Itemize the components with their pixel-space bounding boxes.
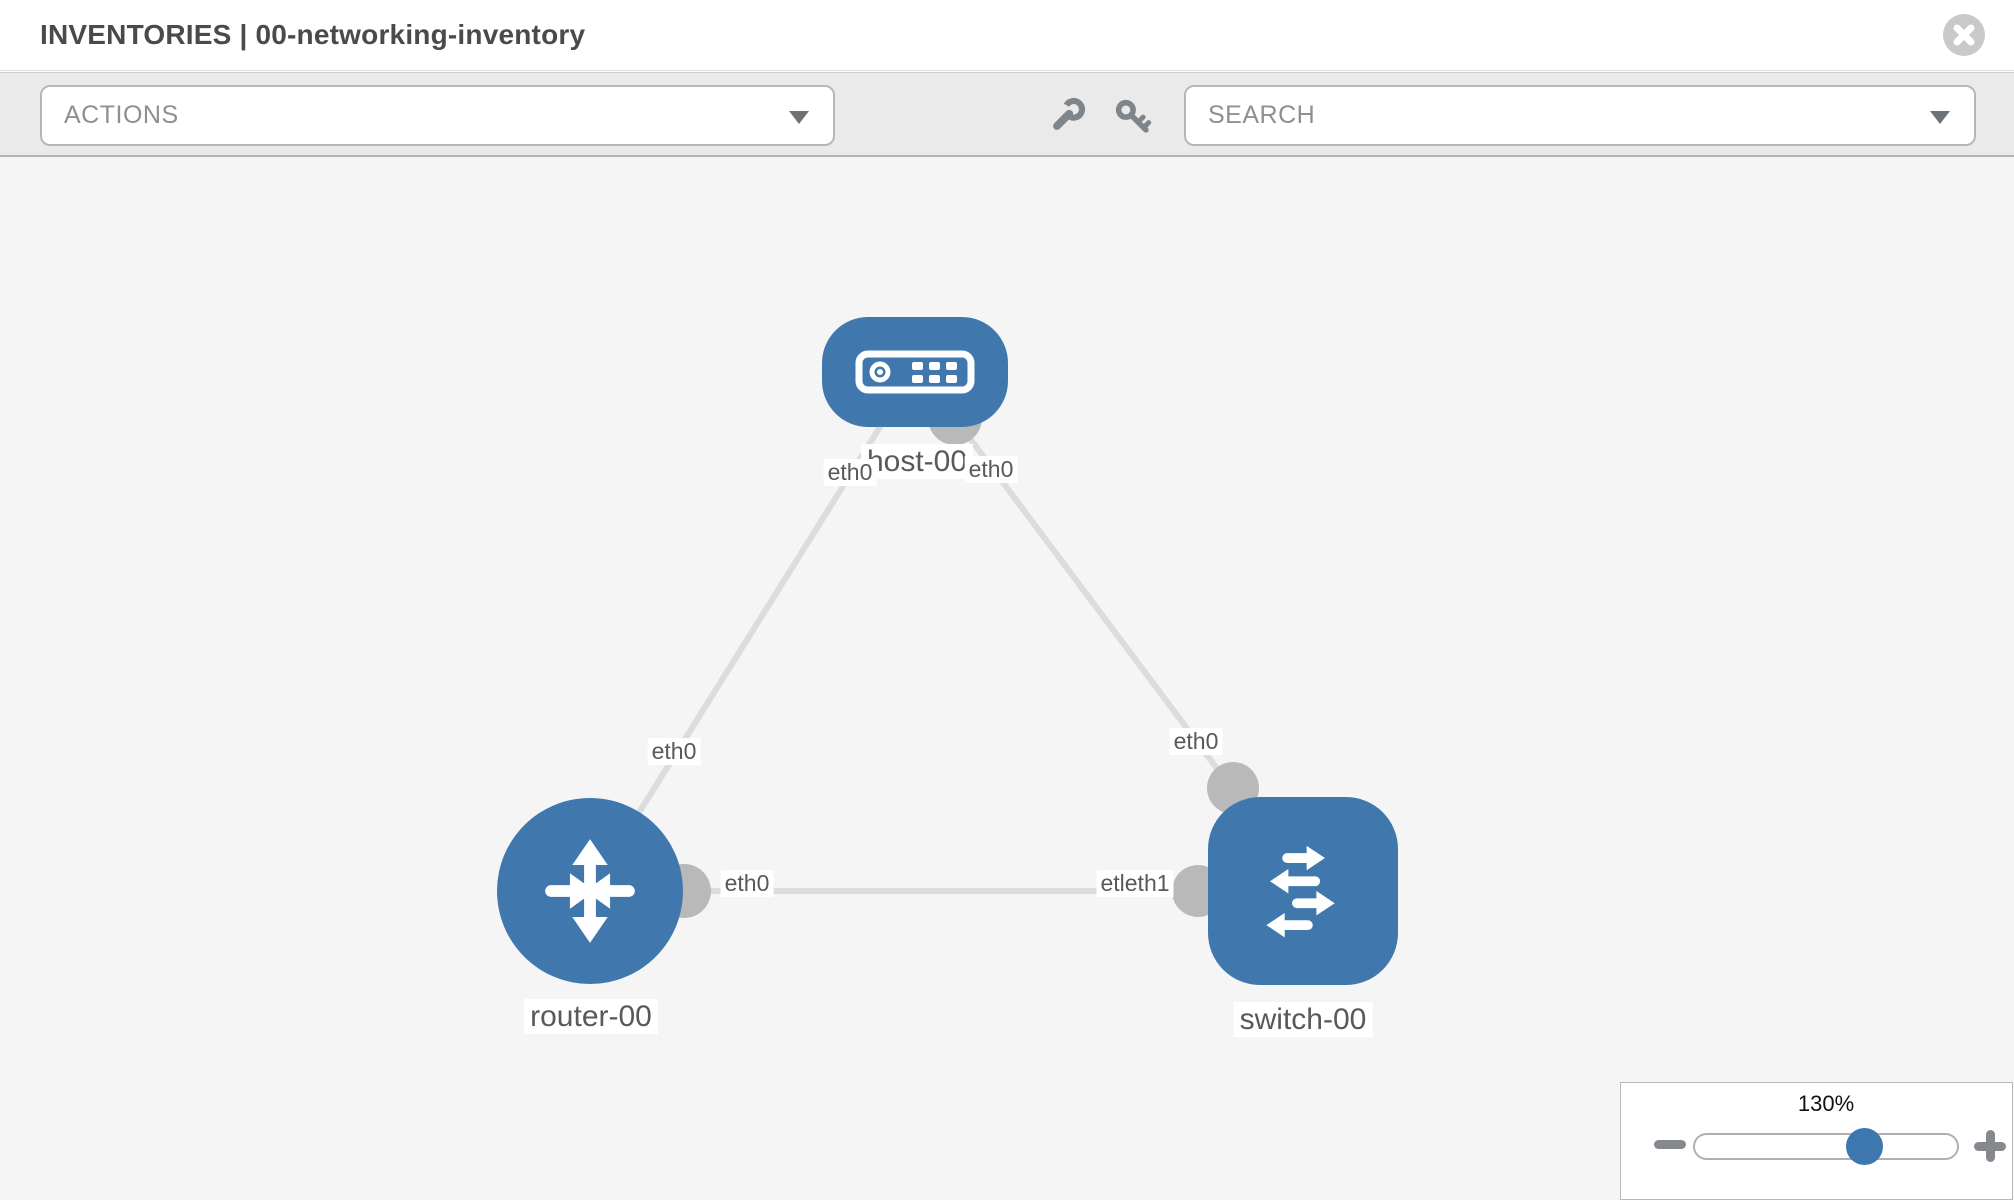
wrench-icon[interactable] — [1047, 96, 1087, 136]
key-icon[interactable] — [1112, 96, 1152, 136]
interface-label-switch-eth-left: etleth1 — [1096, 870, 1174, 898]
zoom-level-value: 130% — [1797, 1091, 1855, 1116]
zoom-slider-track[interactable] — [1693, 1133, 1959, 1160]
node-switch-00[interactable] — [1208, 797, 1398, 985]
close-icon — [1952, 23, 1976, 47]
chevron-down-icon — [789, 110, 809, 124]
topology-canvas[interactable]: host-00 router-00 switch-00 eth0 eth0 et… — [0, 157, 2014, 1200]
zoom-panel: 130% — [1620, 1082, 2013, 1200]
page-title: INVENTORIES | 00-networking-inventory — [40, 19, 586, 50]
search-dropdown[interactable]: SEARCH — [1184, 85, 1976, 146]
toolbar: ACTIONS SEARCH — [0, 72, 2014, 157]
interface-label-router-eth0-right: eth0 — [720, 870, 774, 898]
chevron-down-icon — [1930, 110, 1950, 124]
zoom-slider-thumb[interactable] — [1846, 1128, 1883, 1165]
actions-dropdown-label: ACTIONS — [64, 101, 179, 129]
zoom-in-button plus-icon[interactable] — [1973, 1129, 2007, 1163]
interface-label-router-eth0-top: eth0 — [647, 738, 701, 766]
header: INVENTORIES | 00-networking-inventory — [0, 0, 2014, 71]
interface-label-host-eth0-left: eth0 — [823, 459, 877, 487]
switch-icon — [1242, 830, 1364, 952]
node-label-router: router-00 — [524, 999, 658, 1034]
interface-label-host-eth0-right: eth0 — [964, 456, 1018, 484]
zoom-out-button minus-icon[interactable] — [1654, 1140, 1686, 1149]
router-icon — [531, 832, 649, 950]
node-host-00[interactable] — [822, 317, 1008, 427]
node-router-00[interactable] — [497, 798, 683, 984]
actions-dropdown[interactable]: ACTIONS — [40, 85, 835, 146]
interface-label-switch-eth0-top: eth0 — [1169, 728, 1223, 756]
close-button[interactable] — [1943, 14, 1985, 56]
node-label-switch: switch-00 — [1233, 1002, 1373, 1037]
host-icon — [854, 349, 976, 395]
node-label-host: host-00 — [860, 444, 974, 479]
search-input-placeholder: SEARCH — [1208, 101, 1316, 129]
topology-links-layer — [587, 391, 1280, 918]
